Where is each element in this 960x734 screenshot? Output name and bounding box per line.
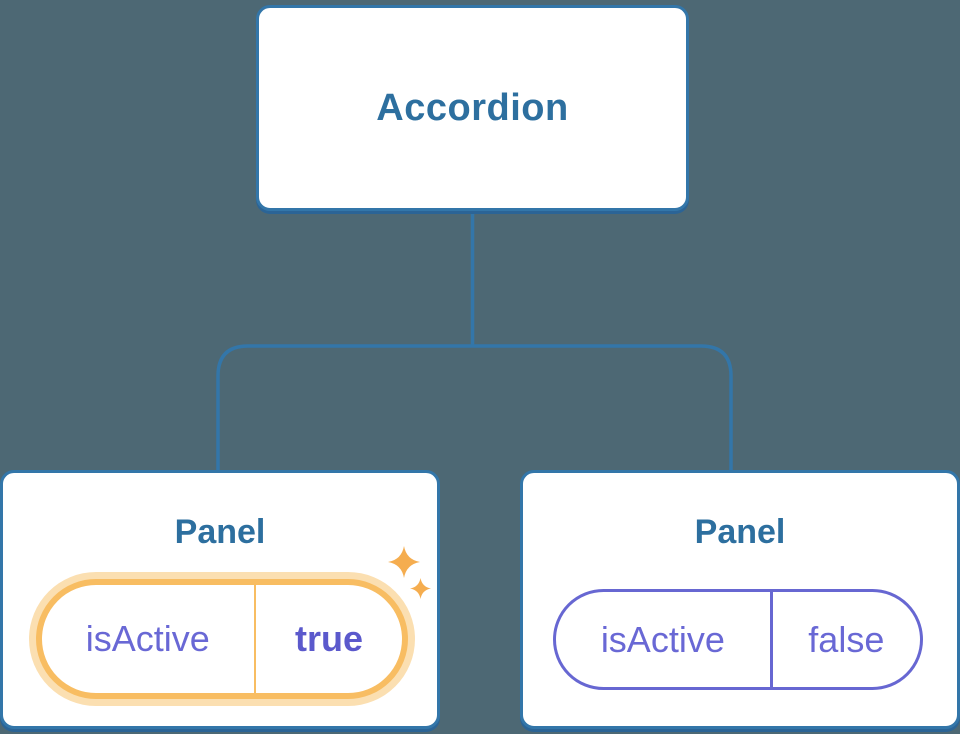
prop-value-label: false bbox=[808, 618, 885, 660]
pill-divider bbox=[253, 585, 257, 693]
accordion-label: Accordion bbox=[376, 86, 569, 129]
sparkle-icon bbox=[388, 546, 420, 578]
panel-node-inactive: Panel isActive false bbox=[520, 470, 960, 729]
panel-title: Panel bbox=[174, 513, 266, 551]
state-pill-inactive: isActive false bbox=[553, 589, 923, 690]
prop-name-label: isActive bbox=[85, 618, 210, 659]
prop-value-label: true bbox=[295, 618, 364, 659]
prop-name-label: isActive bbox=[600, 618, 725, 660]
sparkle-icon bbox=[410, 578, 431, 599]
pill-divider bbox=[769, 592, 773, 687]
state-pill-active: isActive true bbox=[36, 579, 408, 699]
panel-title: Panel bbox=[694, 513, 786, 551]
accordion-node: Accordion bbox=[256, 5, 689, 211]
connector-bracket bbox=[216, 344, 733, 472]
panel-node-active: Panel isActive true bbox=[0, 470, 440, 729]
